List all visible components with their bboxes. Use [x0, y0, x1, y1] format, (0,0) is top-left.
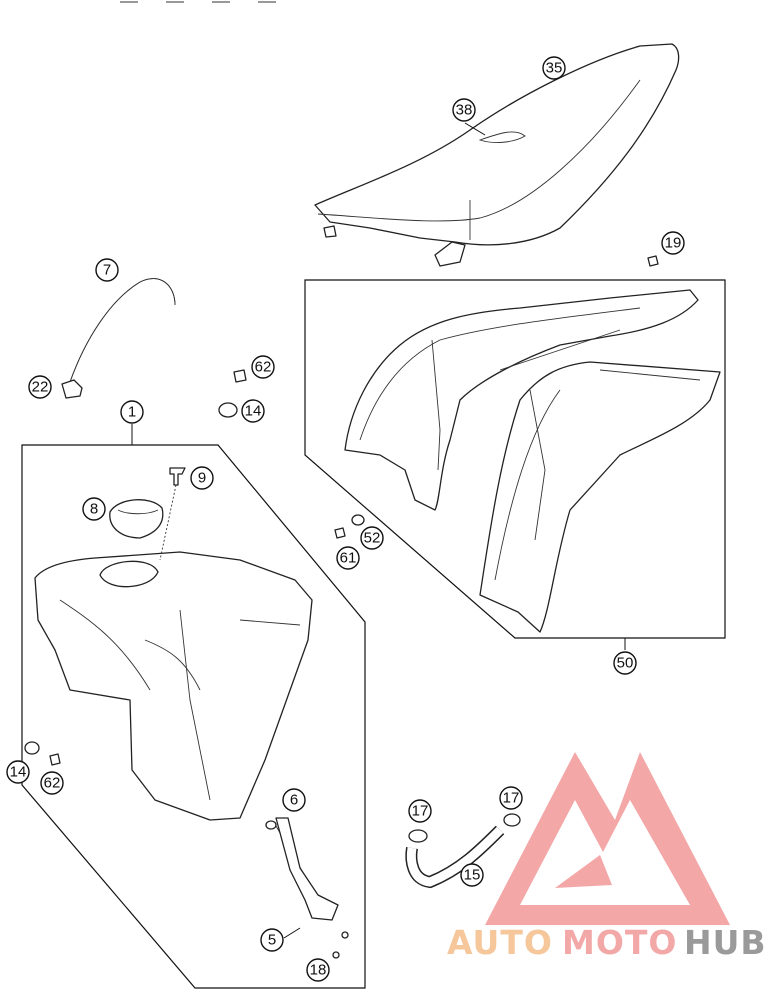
- watermark-hub: HUB: [684, 923, 767, 962]
- watermark-auto: AUTO: [447, 923, 553, 962]
- seat-part: [314, 43, 680, 267]
- svg-text:7: 7: [103, 262, 111, 279]
- svg-text:22: 22: [32, 379, 49, 396]
- left-shroud-part: [344, 289, 699, 511]
- watermark-text: AUTO MOTO HUB: [447, 923, 767, 962]
- washer-52-part: [351, 514, 365, 526]
- svg-text:17: 17: [503, 790, 520, 807]
- callout-62-top: 62: [251, 355, 275, 379]
- callout-35: 35: [542, 56, 566, 80]
- callout-9: 9: [190, 466, 214, 490]
- fuel-tap-part: [265, 817, 349, 959]
- svg-text:35: 35: [546, 60, 563, 77]
- callout-50: 50: [613, 651, 637, 675]
- shroud-group-frame: [304, 279, 726, 639]
- right-shroud-part: [479, 361, 721, 633]
- leader-lines: [131, 122, 626, 939]
- bolt-19-part: [647, 255, 659, 267]
- callout-22: 22: [28, 375, 52, 399]
- vent-fitting-part: [61, 379, 83, 399]
- svg-text:14: 14: [10, 764, 27, 781]
- bushing-14-left-part: [24, 741, 40, 755]
- fuel-tank-group-frame: [21, 444, 366, 989]
- callout-14-top: 14: [241, 399, 265, 423]
- svg-text:9: 9: [198, 470, 206, 487]
- svg-text:5: 5: [268, 932, 276, 949]
- fuel-hose-15-part: [405, 825, 505, 889]
- svg-text:14: 14: [245, 403, 262, 420]
- screw-9-part: [159, 467, 186, 561]
- callout-19: 19: [661, 231, 685, 255]
- callout-17-left: 17: [408, 799, 432, 823]
- svg-text:38: 38: [456, 102, 473, 119]
- screw-61-part: [334, 527, 346, 539]
- svg-text:19: 19: [665, 235, 682, 252]
- bushing-14-top-part: [218, 402, 238, 418]
- callout-8: 8: [82, 497, 106, 521]
- callout-52: 52: [360, 526, 384, 550]
- callout-15: 15: [460, 863, 484, 887]
- callout-38: 38: [452, 98, 476, 122]
- callout-7: 7: [95, 258, 119, 282]
- svg-text:62: 62: [255, 359, 272, 376]
- vent-hose-part: [69, 278, 176, 383]
- watermark-moto: MOTO: [562, 923, 677, 962]
- fuel-tank-part: [34, 551, 313, 821]
- svg-text:6: 6: [290, 792, 298, 809]
- callout-61: 61: [336, 546, 360, 570]
- callout-62-left: 62: [40, 771, 64, 795]
- svg-text:18: 18: [310, 962, 327, 979]
- callout-17-right: 17: [499, 786, 523, 810]
- bolt-62-left-part: [49, 753, 61, 766]
- fuel-cap-part: [109, 499, 164, 539]
- callout-18: 18: [306, 958, 330, 982]
- svg-text:61: 61: [340, 550, 357, 567]
- svg-text:52: 52: [364, 530, 381, 547]
- callout-6: 6: [282, 788, 306, 812]
- watermark-logo: [485, 752, 730, 925]
- hose-clamp-17-right-part: [503, 813, 521, 827]
- svg-text:17: 17: [412, 803, 429, 820]
- hose-clamp-17-left-part: [408, 829, 428, 843]
- svg-text:1: 1: [128, 404, 136, 421]
- svg-text:62: 62: [44, 775, 61, 792]
- svg-text:15: 15: [464, 867, 481, 884]
- svg-text:50: 50: [617, 655, 634, 672]
- svg-text:8: 8: [90, 501, 98, 518]
- callout-14-left: 14: [6, 760, 30, 784]
- callout-5: 5: [260, 928, 284, 952]
- bolt-62-top-part: [233, 369, 247, 383]
- callout-1: 1: [120, 400, 144, 424]
